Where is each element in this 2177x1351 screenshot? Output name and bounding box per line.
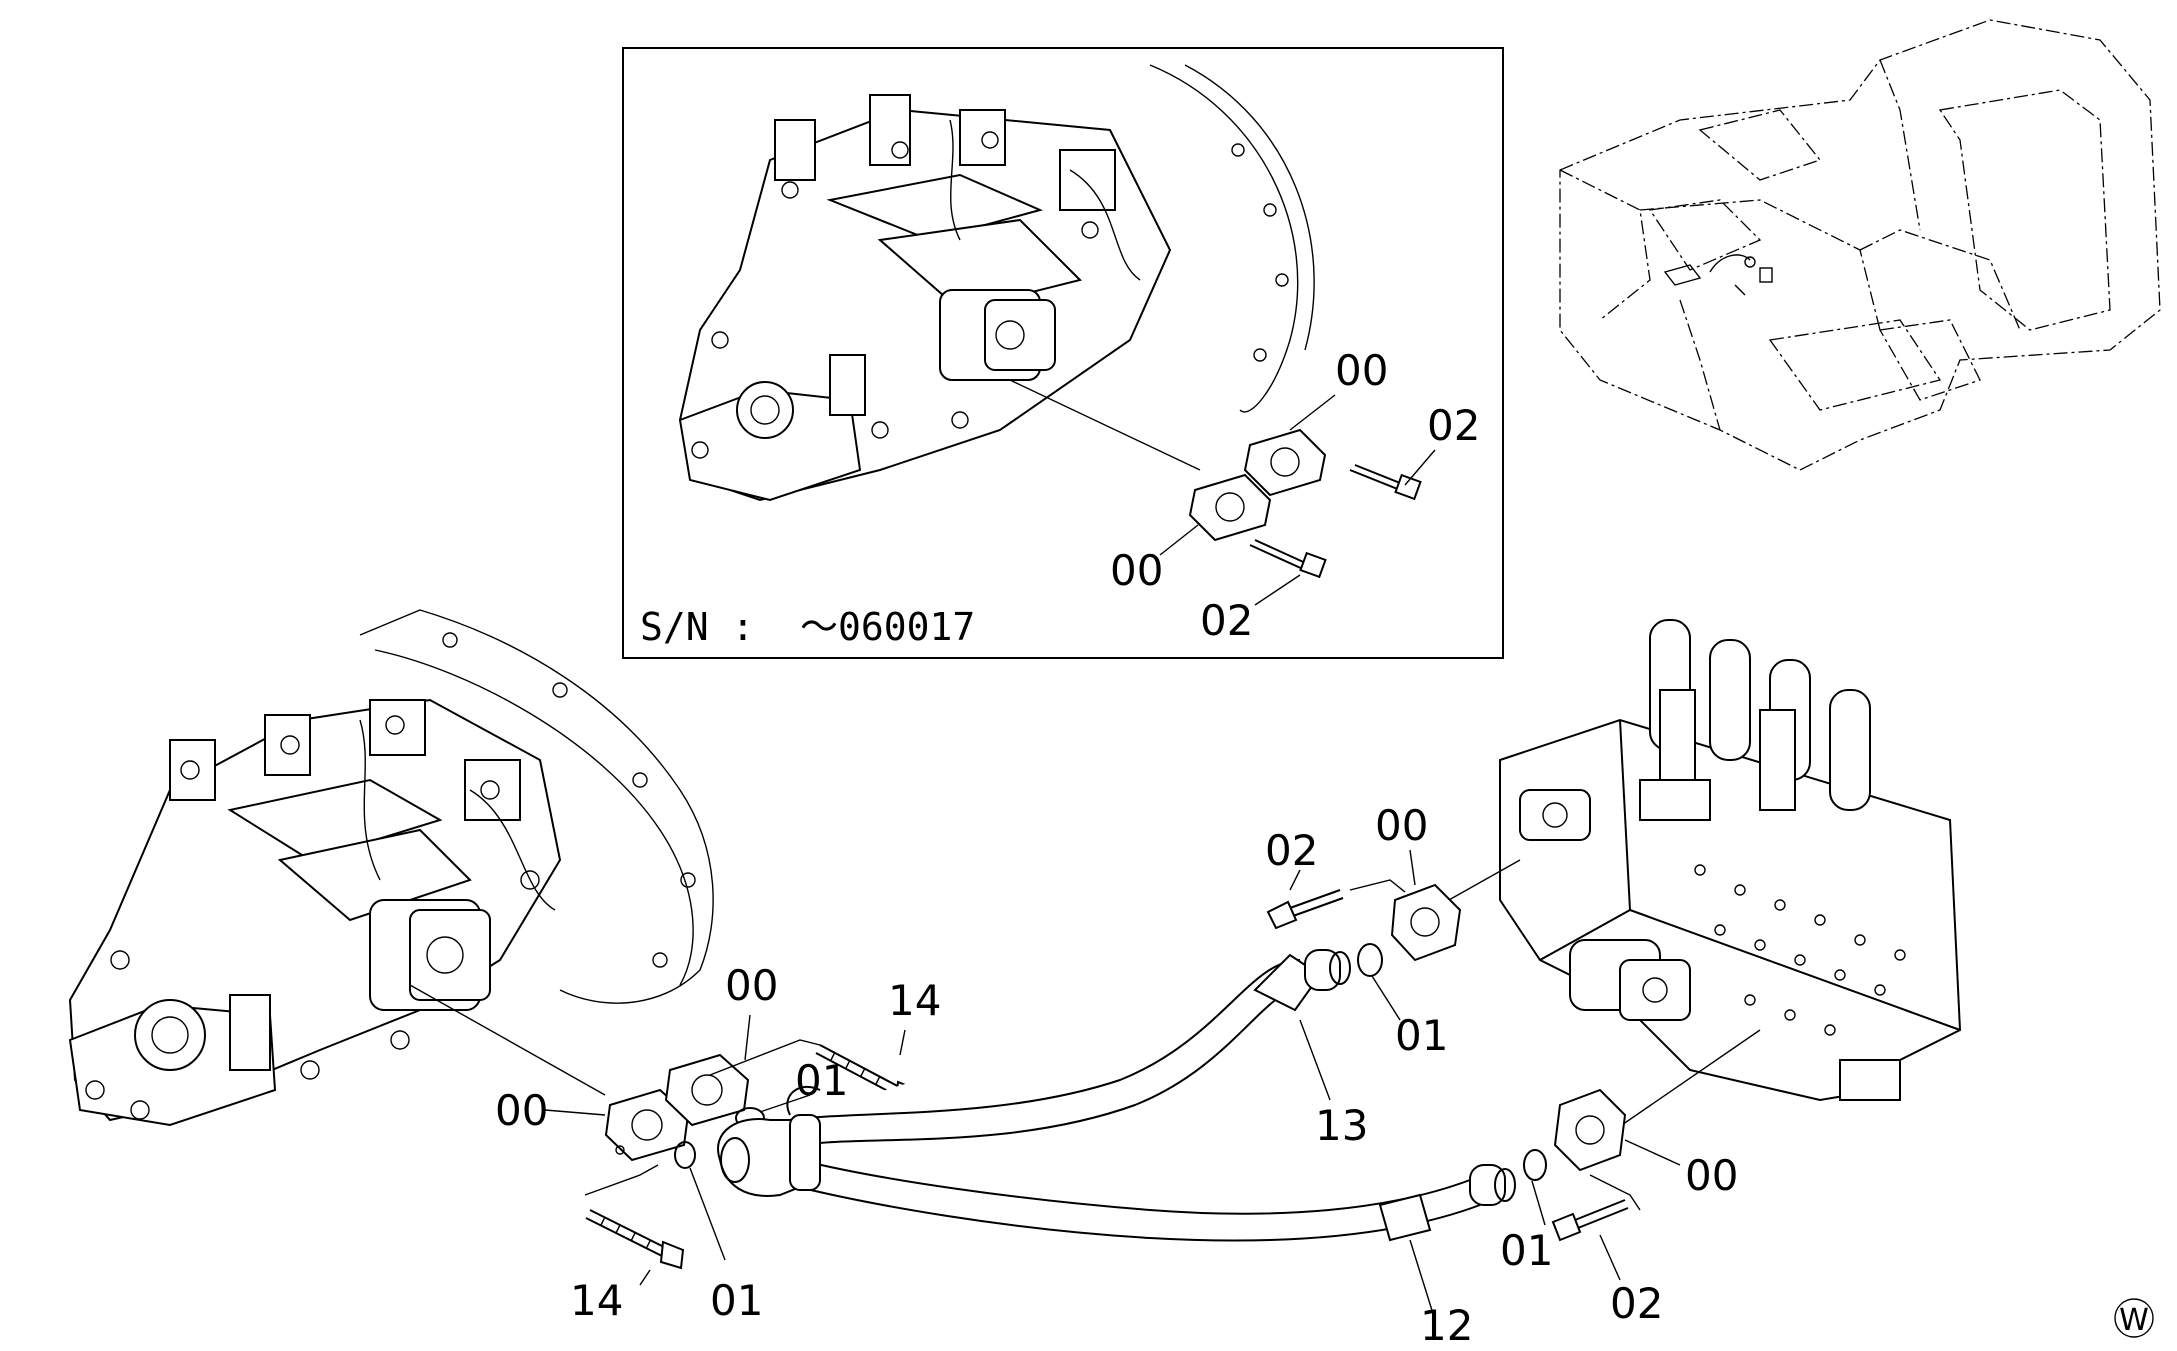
- hose-12: [789, 1159, 1516, 1242]
- inset-bolt-02b: [1249, 539, 1327, 579]
- bolt-02-valve-lower: [1551, 1199, 1629, 1242]
- flange-00-valve-upper: [1390, 883, 1462, 962]
- main-flywheel-housing: [359, 609, 714, 1004]
- serial-label: S/N :: [640, 605, 754, 649]
- inset-split-flange-00a: [1243, 428, 1327, 497]
- callout-01-left-b: 01: [710, 1276, 763, 1325]
- callout-14-lower: 14: [570, 1276, 623, 1325]
- callout-14-upper: 14: [888, 976, 941, 1025]
- leader-valve-upper: [1439, 859, 1521, 906]
- o-ring-01-valve-upper: [1357, 943, 1383, 977]
- serial-value: ～060017: [800, 605, 975, 649]
- o-ring-01-left-b: [674, 1141, 696, 1169]
- inset-callout-02a: 02: [1427, 401, 1480, 450]
- corner-mark: W: [2114, 1298, 2154, 1338]
- callout-00-valve-lower: 00: [1685, 1151, 1738, 1200]
- callout-01-valve-upper: 01: [1395, 1011, 1448, 1060]
- callout-00-left-back: 00: [725, 961, 778, 1010]
- main-hydraulic-pump: [68, 698, 562, 1127]
- callout-01-left-a: 01: [795, 1056, 848, 1105]
- bolt-02-valve-upper: [1266, 889, 1344, 930]
- callout-00-left-front: 00: [495, 1086, 548, 1135]
- callout-00-valve-upper: 00: [1375, 801, 1428, 850]
- corner-mark-letter: W: [2119, 1303, 2149, 1338]
- inset-split-flange-00b: [1188, 473, 1272, 542]
- inset-callout-00a: 00: [1335, 346, 1388, 395]
- inset-callout-00b: 00: [1110, 546, 1163, 595]
- flange-00-left-front: [604, 1088, 690, 1162]
- inset-flywheel-housing: [1149, 64, 1299, 413]
- excavator-locator: [1559, 19, 2161, 471]
- callout-02-valve-upper: 02: [1265, 826, 1318, 875]
- callout-02-valve-lower: 02: [1610, 1279, 1663, 1328]
- inset-hydraulic-pump: [678, 94, 1172, 502]
- flange-00-valve-lower: [1553, 1088, 1627, 1172]
- control-valve: [1499, 619, 1962, 1102]
- leader-valve-lower: [1599, 1029, 1761, 1141]
- hose-left-fittings: [717, 1085, 821, 1197]
- callout-12-hose: 12: [1420, 1301, 1473, 1350]
- o-ring-01-valve-lower: [1523, 1149, 1547, 1181]
- inset-panel: 00 02 00 02 S/N : ～060017: [622, 47, 1504, 659]
- inset-callout-02b: 02: [1200, 596, 1253, 645]
- inset-frame: [622, 47, 1504, 659]
- hose-13: [789, 949, 1351, 1146]
- callout-01-valve-lower: 01: [1500, 1226, 1553, 1275]
- inset-bolt-02a: [1349, 464, 1422, 501]
- callout-13-hose: 13: [1315, 1101, 1368, 1150]
- bolt-14-lower: [585, 1209, 685, 1270]
- flange-00-left-back: [664, 1053, 750, 1127]
